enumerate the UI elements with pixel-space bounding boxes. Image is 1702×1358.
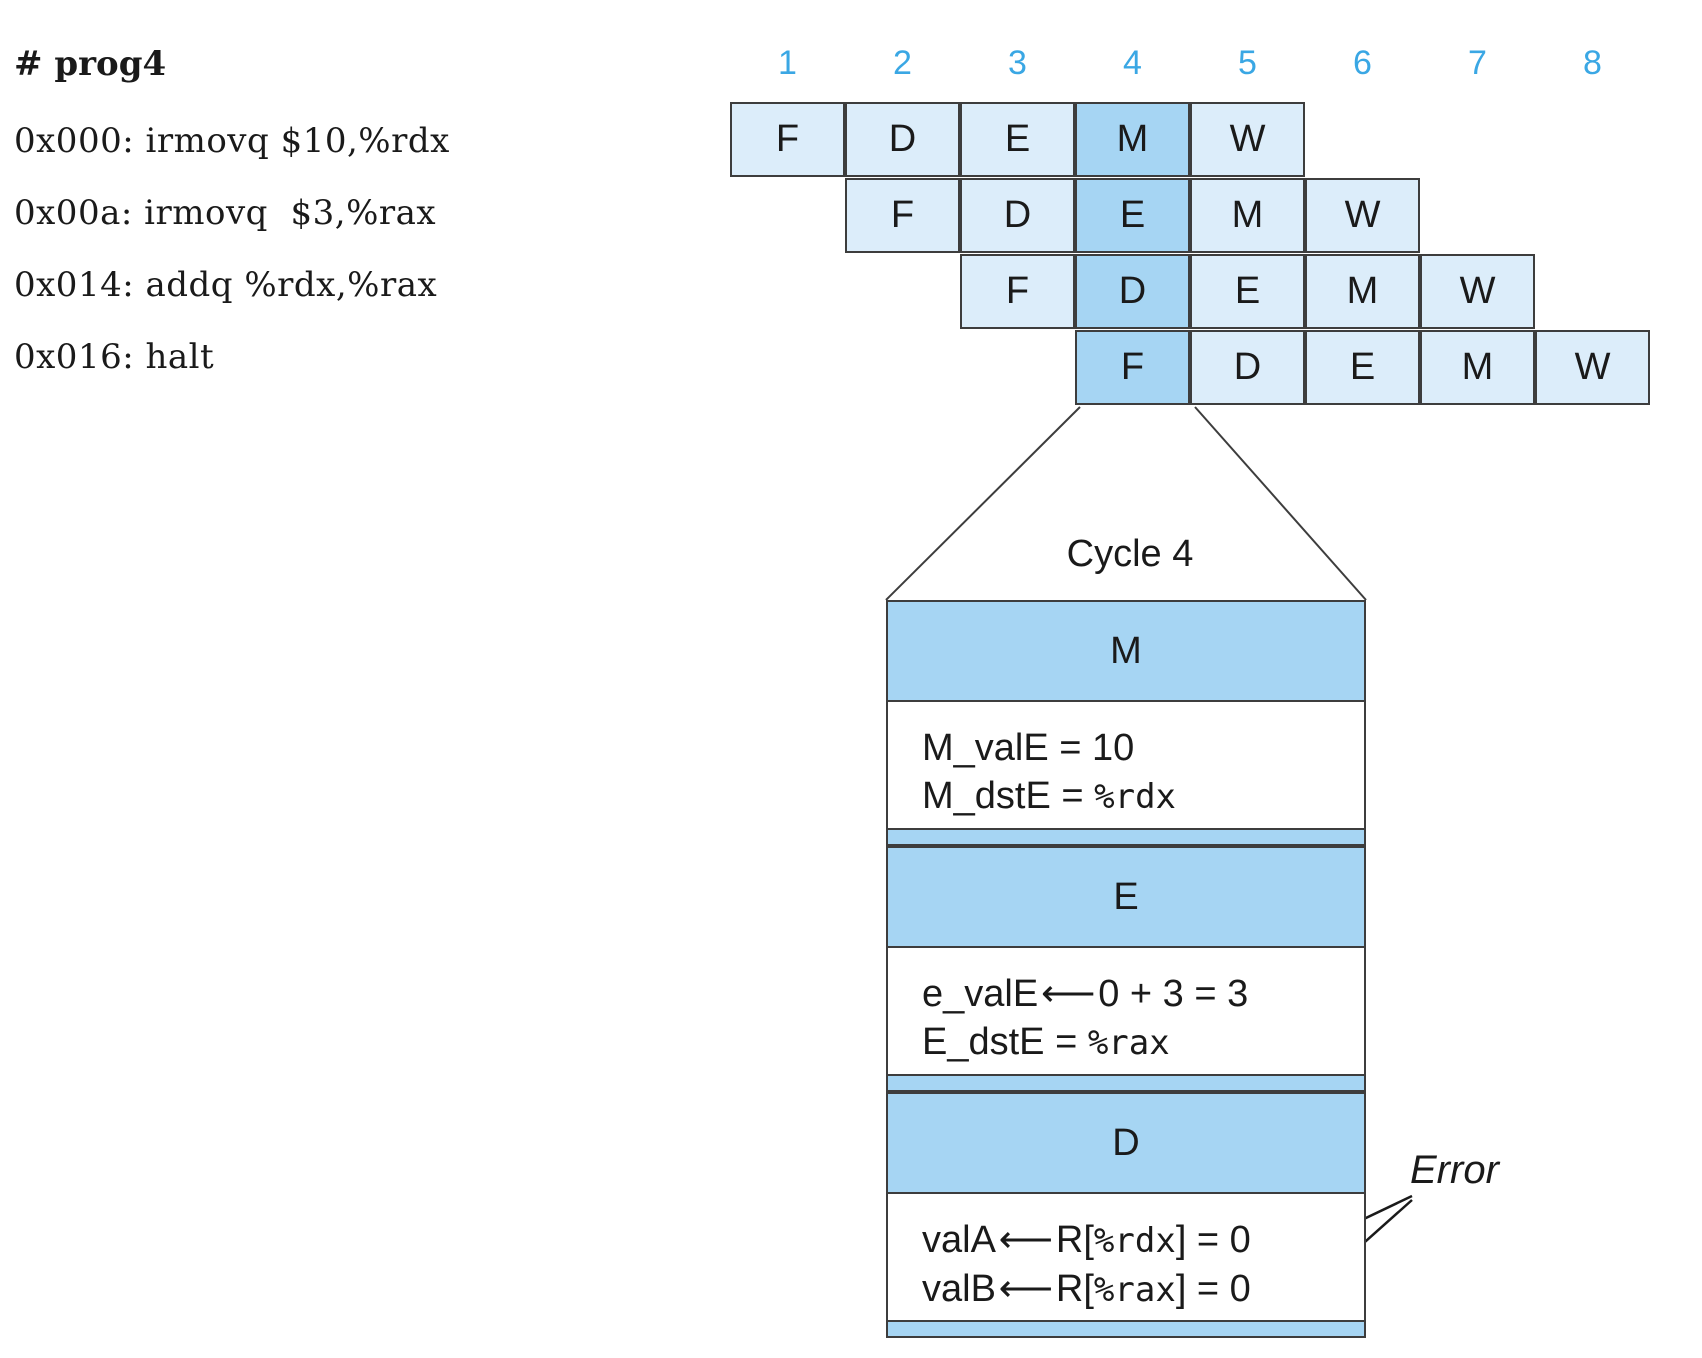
stage-cell-row2-cycle5: M [1190,178,1305,253]
d-vala-reg: %rdx [1093,1221,1176,1261]
m-stage-register: M M_valE = 10 M_dstE = %rdx [886,600,1366,830]
d-valb-line: valB⟵R[%rax] = 0 [922,1265,1364,1314]
stage-cell-row3-cycle4: D [1075,254,1190,329]
error-label: Error [1410,1148,1499,1192]
e-dste-line: E_dstE = %rax [922,1018,1364,1067]
stage-cell-row2-cycle2: F [845,178,960,253]
stage-cell-row1-cycle3: E [960,102,1075,177]
cycle-number-4: 4 [1123,44,1142,82]
stage-cell-row4-cycle7: M [1420,330,1535,405]
e-stage-separator [886,1074,1366,1092]
e-stage-register: E e_valE⟵0 + 3 = 3 E_dstE = %rax [886,846,1366,1076]
m-stage-separator [886,828,1366,846]
e-stage-body: e_valE⟵0 + 3 = 3 E_dstE = %rax [888,946,1364,1074]
cycle-number-8: 8 [1583,44,1602,82]
stage-cell-row1-cycle5: W [1190,102,1305,177]
stage-cell-row2-cycle6: W [1305,178,1420,253]
stage-cell-row4-cycle6: E [1305,330,1420,405]
d-stage-register: D valA⟵R[%rdx] = 0 valB⟵R[%rax] = 0 [886,1092,1366,1322]
code-line-2: 0x00a: irmovq $3,%rax [14,193,437,233]
d-vala-close: ] = 0 [1175,1219,1251,1261]
d-stage-header: D [888,1094,1364,1192]
cycle-detail-title: Cycle 4 [1066,533,1194,575]
cycle-number-1: 1 [778,44,797,82]
e-dste-reg: %rax [1087,1023,1170,1063]
zoom-line-right [1194,406,1367,601]
m-vale-line: M_valE = 10 [922,727,1135,769]
m-stage-header: M [888,602,1364,700]
stage-cell-row3-cycle7: W [1420,254,1535,329]
stage-cell-row3-cycle3: F [960,254,1075,329]
left-arrow-icon: ⟵ [1040,973,1096,1015]
stage-cell-row1-cycle2: D [845,102,960,177]
d-vala-line: valA⟵R[%rdx] = 0 [922,1216,1364,1265]
cycle-number-6: 6 [1353,44,1372,82]
code-line-3: 0x014: addq %rdx,%rax [14,265,438,305]
m-dste-line: M_dstE = %rdx [922,772,1364,821]
e-dste-prefix: E_dstE = [922,1021,1088,1063]
e-stage-header: E [888,848,1364,946]
d-valb-label: valB [922,1268,996,1310]
left-arrow-icon: ⟵ [998,1268,1054,1310]
d-stage-body: valA⟵R[%rdx] = 0 valB⟵R[%rax] = 0 [888,1192,1364,1320]
cycle-number-5: 5 [1238,44,1257,82]
zoom-line-left [885,406,1081,601]
cycle-number-3: 3 [1008,44,1027,82]
stage-cell-row2-cycle3: D [960,178,1075,253]
d-vala-open: R[ [1055,1219,1094,1261]
stage-cell-row1-cycle1: F [730,102,845,177]
m-dste-prefix: M_dstE = [922,775,1095,817]
d-valb-open: R[ [1055,1268,1094,1310]
stage-cell-row1-cycle4: M [1075,102,1190,177]
e-vale-expr: 0 + 3 = 3 [1098,973,1249,1015]
stage-cell-row4-cycle8: W [1535,330,1650,405]
d-stage-separator [886,1320,1366,1338]
m-dste-reg: %rdx [1094,777,1177,817]
cycle-number-7: 7 [1468,44,1487,82]
d-valb-reg: %rax [1093,1270,1176,1310]
program-listing: # prog4 0x000: irmovq $10,%rdx 0x00a: ir… [14,40,450,400]
stage-cell-row4-cycle4: F [1075,330,1190,405]
stage-cell-row4-cycle5: D [1190,330,1305,405]
code-line-1: 0x000: irmovq $10,%rdx [14,121,450,161]
e-vale-line: e_valE⟵0 + 3 = 3 [922,970,1364,1018]
left-arrow-icon: ⟵ [998,1219,1054,1261]
stage-cell-row3-cycle5: E [1190,254,1305,329]
cycle-number-2: 2 [893,44,912,82]
m-stage-body: M_valE = 10 M_dstE = %rdx [888,700,1364,828]
d-valb-close: ] = 0 [1175,1268,1251,1310]
program-title: # prog4 [14,44,167,84]
stage-cell-row3-cycle6: M [1305,254,1420,329]
d-vala-label: valA [922,1219,996,1261]
e-vale-label: e_valE [922,973,1039,1015]
code-line-4: 0x016: halt [14,337,215,377]
stage-cell-row2-cycle4: E [1075,178,1190,253]
